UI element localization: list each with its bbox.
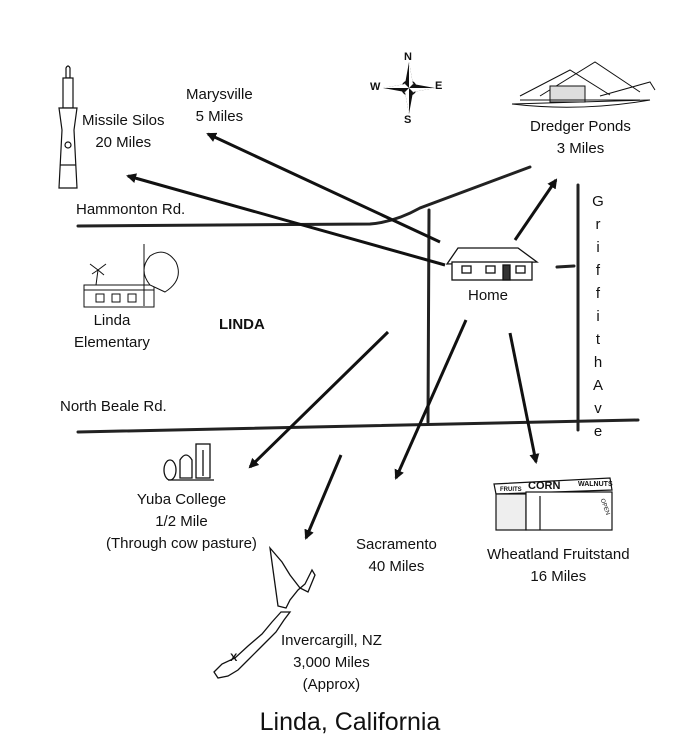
arrow-sacramento bbox=[394, 319, 468, 480]
fruits-sign: FRUITS bbox=[500, 487, 522, 493]
sacramento-name: Sacramento bbox=[356, 536, 437, 553]
missile-silos-distance: 20 Miles bbox=[95, 134, 152, 151]
missile-silos-label: Missile Silos 20 Miles bbox=[82, 110, 165, 154]
invercargill-distance: 3,000 Miles bbox=[293, 654, 370, 671]
compass-west-label: W bbox=[370, 81, 381, 93]
yuba-college-sketch bbox=[163, 443, 214, 481]
arrow-dredger-ponds bbox=[513, 178, 558, 241]
north-beale-road-label: North Beale Rd. bbox=[60, 398, 167, 415]
arrow-yuba-college bbox=[248, 330, 390, 469]
yuba-college-name: Yuba College bbox=[136, 491, 227, 508]
yuba-college-distance: 1/2 Mile bbox=[155, 513, 208, 530]
town-label: LINDA bbox=[219, 316, 265, 333]
griffith-letter: i bbox=[596, 308, 600, 325]
middle-road bbox=[426, 208, 431, 424]
yuba-college-note: (Through cow pasture) bbox=[106, 535, 257, 552]
griffith-letter: f bbox=[595, 285, 601, 302]
invercargill-marker: X bbox=[230, 652, 238, 664]
arrow-marysville bbox=[206, 132, 441, 244]
hammonton-road-label: Hammonton Rd. bbox=[76, 201, 186, 218]
home-house-sketch bbox=[445, 247, 539, 281]
griffith-letter: v bbox=[594, 400, 602, 417]
wheatland-label: Wheatland Fruitstand 16 Miles bbox=[487, 544, 630, 588]
griffith-letter: f bbox=[595, 262, 601, 279]
new-zealand-outline bbox=[213, 545, 316, 679]
fruit-stand-sketch bbox=[493, 477, 613, 531]
griffith-letter: t bbox=[595, 331, 601, 348]
marysville-name: Marysville bbox=[186, 86, 253, 103]
sacramento-distance: 40 Miles bbox=[368, 558, 425, 575]
map-title: Linda, California bbox=[259, 708, 441, 736]
compass-rose bbox=[383, 62, 435, 114]
direction-arrows bbox=[126, 132, 558, 540]
griffith-letter: h bbox=[593, 354, 603, 371]
invercargill-name: Invercargill, NZ bbox=[281, 632, 382, 649]
marysville-label: Marysville 5 Miles bbox=[186, 84, 253, 128]
wheatland-name: Wheatland Fruitstand bbox=[487, 546, 630, 563]
invercargill-note: (Approx) bbox=[302, 676, 361, 693]
arrow-missile-silos bbox=[126, 173, 446, 267]
home-driveway bbox=[555, 264, 576, 269]
griffith-letter: G bbox=[592, 193, 604, 210]
compass-east-label: E bbox=[435, 80, 443, 92]
griffith-letter: A bbox=[592, 377, 603, 394]
dredger-ponds-name: Dredger Ponds bbox=[530, 118, 631, 135]
north-beale-road bbox=[76, 418, 640, 434]
compass-north-label: N bbox=[404, 51, 412, 63]
arrow-invercargill bbox=[304, 454, 343, 540]
arrow-wheatland bbox=[508, 332, 540, 464]
missile-silos-name: Missile Silos bbox=[82, 112, 165, 129]
corn-sign: CORN bbox=[528, 480, 561, 492]
linda-elementary-label: Linda Elementary bbox=[74, 310, 150, 354]
griffith-letter: i bbox=[596, 239, 600, 256]
wheatland-distance: 16 Miles bbox=[530, 568, 587, 585]
dredger-sketch bbox=[511, 61, 656, 108]
invercargill-label: Invercargill, NZ 3,000 Miles (Approx) bbox=[281, 630, 382, 696]
linda-elementary-line1: Linda bbox=[93, 312, 131, 329]
linda-elementary-line2: Elementary bbox=[74, 334, 150, 351]
hammonton-road bbox=[76, 165, 532, 228]
dredger-ponds-label: Dredger Ponds 3 Miles bbox=[530, 116, 631, 160]
dredger-ponds-distance: 3 Miles bbox=[556, 140, 605, 157]
griffith-letter: e bbox=[593, 423, 603, 440]
sacramento-label: Sacramento 40 Miles bbox=[356, 534, 437, 578]
missile-sketch bbox=[58, 65, 78, 189]
griffith-ave-label: G r i f f i t h A v e bbox=[590, 190, 606, 443]
roads bbox=[76, 165, 640, 434]
school-sketch bbox=[83, 244, 179, 308]
marysville-distance: 5 Miles bbox=[195, 108, 244, 125]
home-label: Home bbox=[468, 287, 509, 304]
compass-south-label: S bbox=[404, 114, 412, 126]
walnuts-sign: WALNUTS bbox=[578, 481, 613, 488]
yuba-college-label: Yuba College 1/2 Mile (Through cow pastu… bbox=[106, 489, 257, 555]
griffith-letter: r bbox=[595, 216, 601, 233]
